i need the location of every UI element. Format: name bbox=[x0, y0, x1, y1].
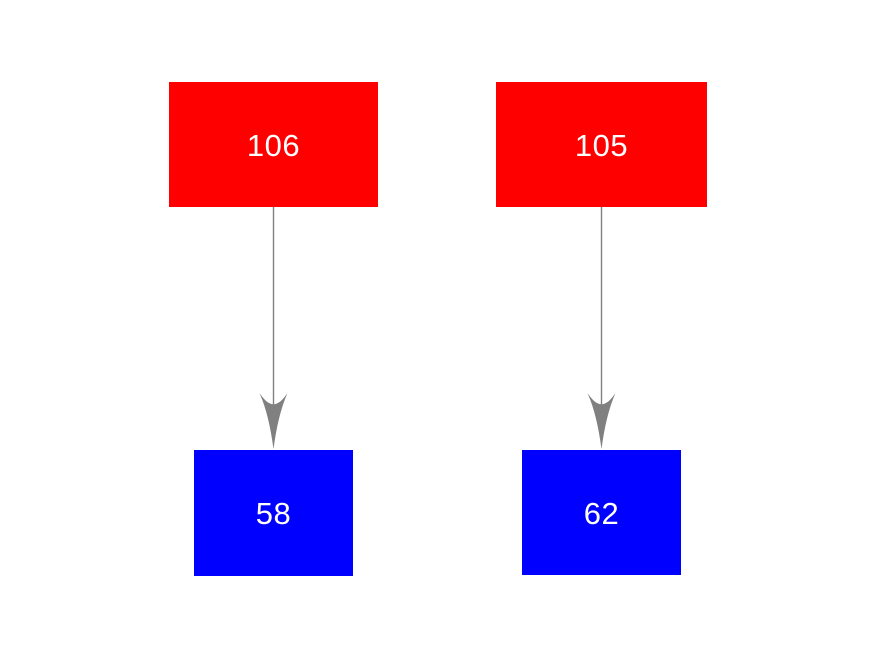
arrowhead-icon bbox=[259, 393, 288, 449]
arrow-106-to-58 bbox=[259, 207, 288, 449]
diagram-node-62: 62 bbox=[522, 450, 681, 575]
node-label: 105 bbox=[574, 127, 629, 163]
diagram-node-105: 105 bbox=[496, 82, 707, 207]
diagram-node-58: 58 bbox=[194, 450, 353, 576]
node-label: 62 bbox=[583, 495, 620, 531]
arrowhead-icon bbox=[587, 393, 616, 449]
node-label: 58 bbox=[255, 496, 292, 531]
diagram-node-106: 106 bbox=[169, 82, 378, 207]
arrow-105-to-62 bbox=[587, 207, 616, 449]
node-label: 106 bbox=[246, 127, 301, 163]
